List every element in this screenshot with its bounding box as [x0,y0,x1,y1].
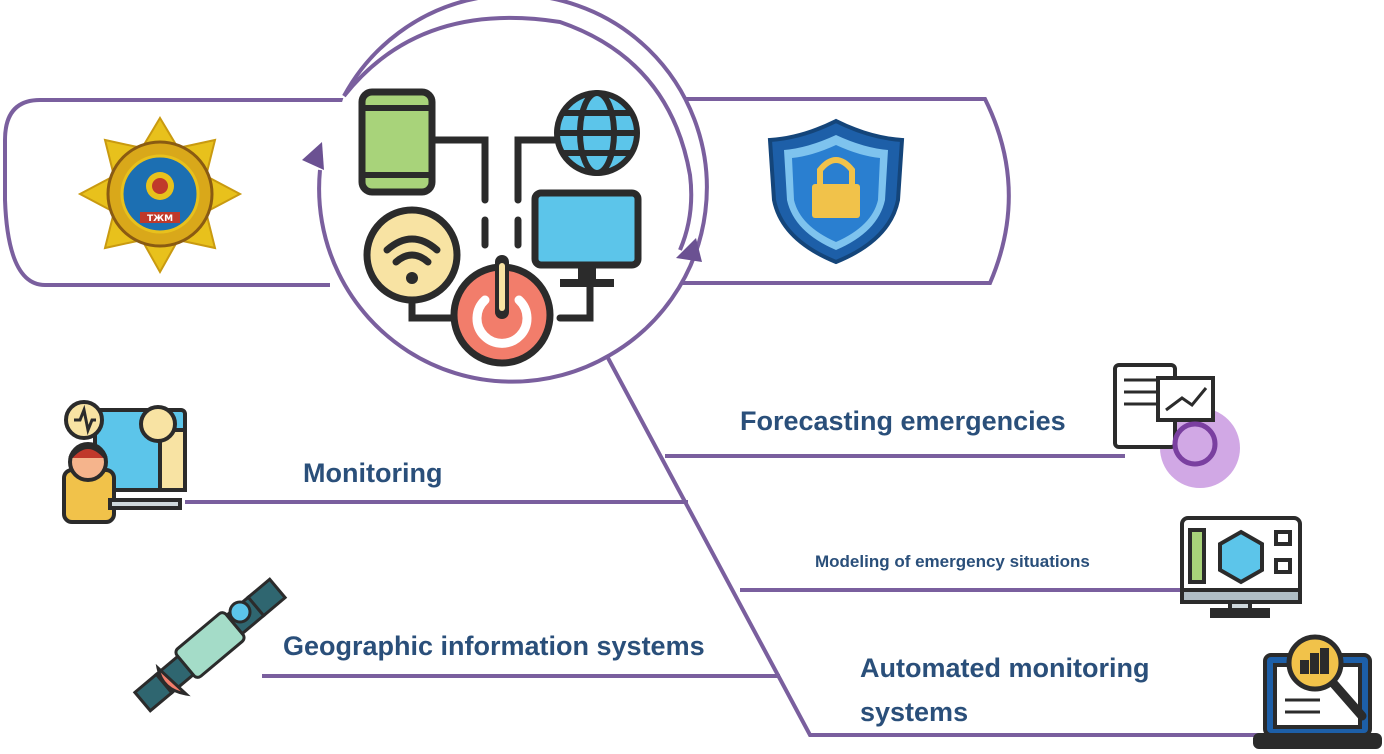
left-band [2,98,345,287]
3d-model-monitor-icon [1180,516,1302,618]
power-icon [450,255,554,367]
emblem-icon: ТЖМ [77,116,243,275]
operator-icon [62,400,187,524]
network-cluster [408,136,594,322]
node-modeling-label: Modeling of emergency situations [815,552,1090,571]
globe-icon [554,90,640,176]
arrow-right-icon [676,238,702,262]
right-band [620,97,1011,285]
wifi-icon [363,206,461,304]
trunk-line [606,357,1290,737]
emblem-abbr: ТЖМ [147,214,173,224]
node-forecasting-label: Forecasting emergencies [740,406,1066,436]
shield-lock-icon [767,118,905,265]
node-gis-label: Geographic information systems [283,631,705,661]
arrow-left-icon [302,142,324,170]
laptop-analytics-icon [1253,634,1382,749]
report-chart-icon [1113,363,1240,488]
monitor-icon [531,189,642,287]
phone-icon [358,88,436,196]
central-circle-arc [342,15,694,251]
node-monitoring-label: Monitoring [303,458,443,488]
satellite-icon [132,577,288,713]
node-automated-label: Automated monitoring systems [860,653,1150,727]
